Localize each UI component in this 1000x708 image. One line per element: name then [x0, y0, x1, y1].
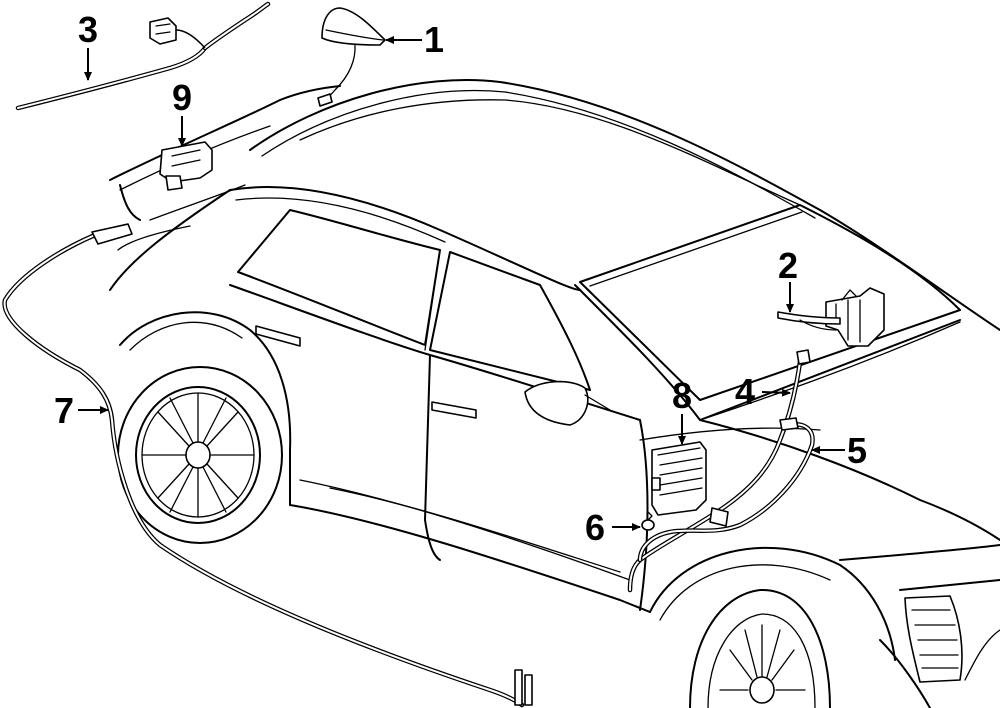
rear-wheel — [117, 366, 283, 544]
callout-3[interactable]: 3 — [78, 9, 98, 50]
front-coax-harness — [637, 417, 815, 563]
harness-clip — [641, 511, 655, 531]
callout-5[interactable]: 5 — [847, 430, 867, 471]
callout-6[interactable]: 6 — [585, 507, 605, 548]
rear-antenna-lead — [15, 1, 271, 111]
callout-8[interactable]: 8 — [672, 375, 692, 416]
roof-antenna — [317, 7, 386, 107]
leader-arrows — [78, 36, 845, 531]
windshield-module — [777, 287, 885, 347]
vehicle-body-outline — [109, 79, 1000, 708]
callout-1[interactable]: 1 — [424, 19, 444, 60]
body-side-harness — [2, 223, 533, 708]
callout-9[interactable]: 9 — [172, 77, 192, 118]
control-module — [651, 441, 707, 516]
liftgate-module — [159, 141, 213, 191]
callout-4[interactable]: 4 — [735, 371, 755, 412]
front-wheel — [689, 588, 831, 708]
callout-7[interactable]: 7 — [54, 390, 74, 431]
callout-2[interactable]: 2 — [778, 245, 798, 286]
